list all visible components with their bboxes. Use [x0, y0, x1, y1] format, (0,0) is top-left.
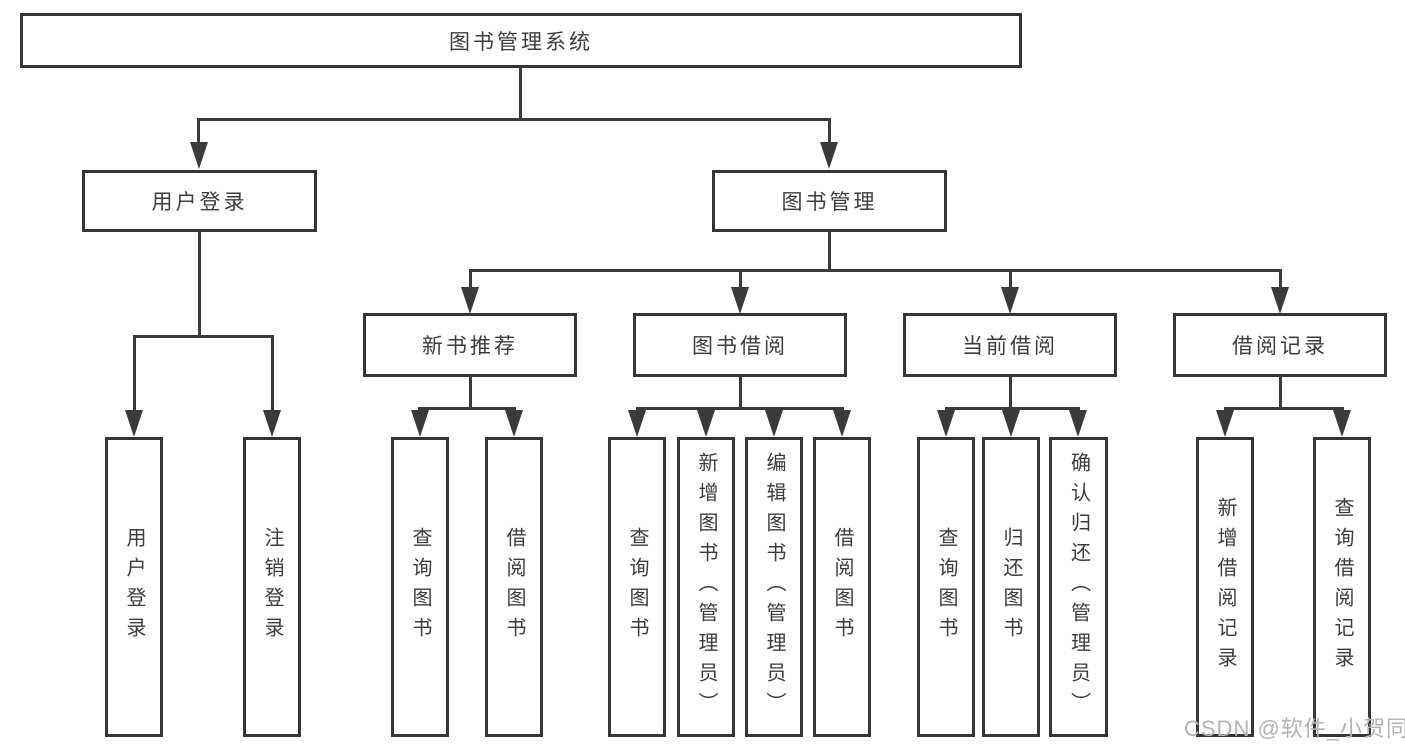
connector-line	[418, 407, 516, 410]
arrow-down-icon	[411, 410, 429, 437]
arrow-down-icon	[263, 410, 281, 437]
arrow-down-icon	[1001, 287, 1019, 314]
connector-line	[198, 232, 201, 337]
leaf-nbr-query-books-label: 查询图书	[409, 527, 431, 647]
leaf-user-login-label: 用户登录	[123, 527, 145, 647]
leaf-bb-add-books-admin: 新增图书（管理员）	[677, 437, 735, 737]
arrow-down-icon	[505, 410, 523, 437]
connector-line	[636, 407, 844, 410]
node-user-login: 用户登录	[82, 170, 317, 232]
leaf-nbr-borrow-books: 借阅图书	[485, 437, 543, 737]
connector-line	[197, 118, 200, 146]
node-new-book-recommendation-label: 新书推荐	[422, 335, 518, 358]
arrow-down-icon	[697, 410, 715, 437]
connector-line	[828, 232, 831, 272]
connector-line	[1224, 407, 1344, 410]
connector-line	[739, 377, 742, 410]
connector-line	[828, 118, 831, 146]
connector-line	[469, 269, 472, 291]
connector-line	[469, 377, 472, 410]
arrow-down-icon	[190, 142, 208, 169]
leaf-cb-query-books-label: 查询图书	[935, 527, 957, 647]
leaf-bb-edit-books-admin: 编辑图书（管理员）	[745, 437, 803, 737]
arrow-down-icon	[461, 287, 479, 314]
arrow-down-icon	[1002, 410, 1020, 437]
leaf-logout-label: 注销登录	[261, 527, 283, 647]
arrow-down-icon	[1216, 410, 1234, 437]
arrow-down-icon	[833, 410, 851, 437]
leaf-br-add-record: 新增借阅记录	[1196, 437, 1254, 737]
node-borrowing-records-label: 借阅记录	[1232, 335, 1328, 358]
arrow-down-icon	[628, 410, 646, 437]
connector-line	[1279, 377, 1282, 410]
leaf-bb-borrow-books: 借阅图书	[813, 437, 871, 737]
connector-line	[271, 335, 274, 414]
leaf-cb-query-books: 查询图书	[917, 437, 975, 737]
leaf-cb-confirm-return-admin-label: 确认归还（管理员）	[1067, 452, 1090, 722]
leaf-nbr-query-books: 查询图书	[391, 437, 449, 737]
connector-line	[469, 269, 1282, 272]
arrow-down-icon	[1069, 410, 1087, 437]
node-new-book-recommendation: 新书推荐	[363, 313, 577, 377]
leaf-br-add-record-label: 新增借阅记录	[1214, 497, 1236, 677]
arrow-down-icon	[1271, 287, 1289, 314]
node-borrowing-records: 借阅记录	[1173, 313, 1387, 377]
arrow-down-icon	[125, 410, 143, 437]
node-book-borrowing: 图书借阅	[633, 313, 847, 377]
leaf-user-login: 用户登录	[105, 437, 163, 737]
node-root-label: 图书管理系统	[449, 30, 593, 54]
node-user-login-label: 用户登录	[151, 191, 248, 214]
arrow-down-icon	[1333, 410, 1351, 437]
leaf-cb-confirm-return-admin: 确认归还（管理员）	[1049, 437, 1108, 737]
leaf-bb-query-books: 查询图书	[608, 437, 666, 737]
leaf-bb-edit-books-admin-label: 编辑图书（管理员）	[763, 452, 785, 722]
leaf-logout: 注销登录	[243, 437, 301, 737]
connector-line	[1279, 269, 1282, 291]
connector-line	[519, 67, 522, 121]
node-book-management: 图书管理	[712, 170, 947, 232]
leaf-cb-return-books: 归还图书	[982, 437, 1040, 737]
connector-line	[133, 335, 274, 338]
leaf-br-query-record-label: 查询借阅记录	[1331, 497, 1353, 677]
arrow-down-icon	[820, 142, 838, 169]
connector-line	[197, 118, 831, 121]
leaf-nbr-borrow-books-label: 借阅图书	[503, 527, 525, 647]
arrow-down-icon	[731, 287, 749, 314]
node-current-borrowing-label: 当前借阅	[962, 335, 1058, 358]
node-current-borrowing: 当前借阅	[903, 313, 1117, 377]
leaf-br-query-record: 查询借阅记录	[1313, 437, 1371, 737]
connector-line	[1009, 269, 1012, 291]
connector-line	[739, 269, 742, 291]
leaf-bb-add-books-admin-label: 新增图书（管理员）	[695, 452, 717, 722]
arrow-down-icon	[765, 410, 783, 437]
node-book-borrowing-label: 图书借阅	[692, 335, 788, 358]
leaf-bb-borrow-books-label: 借阅图书	[831, 527, 853, 647]
node-book-management-label: 图书管理	[781, 191, 878, 214]
connector-line	[133, 335, 136, 414]
node-root: 图书管理系统	[20, 13, 1022, 68]
connector-line	[1009, 377, 1012, 410]
watermark-text: CSDN @软件_小贺同学	[1184, 716, 1405, 741]
watermark: CSDN @软件_小贺同学	[1184, 711, 1405, 743]
leaf-bb-query-books-label: 查询图书	[626, 527, 648, 647]
arrow-down-icon	[937, 410, 955, 437]
leaf-cb-return-books-label: 归还图书	[1000, 527, 1022, 647]
